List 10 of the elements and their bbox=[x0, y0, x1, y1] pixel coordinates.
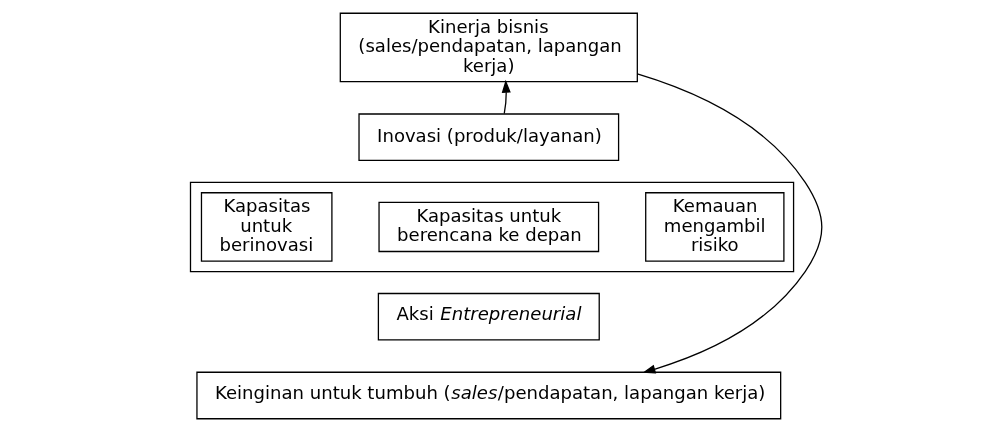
node-box: Kapasitas untuk berencana ke depan bbox=[378, 201, 600, 253]
node-box: Aksi Entrepreneurial bbox=[377, 292, 600, 341]
node-box: Kapasitas untuk berinovasi bbox=[200, 192, 333, 262]
arrow bbox=[636, 73, 823, 374]
node-box: Inovasi (produk/layanan) bbox=[358, 113, 620, 162]
node-box: Keinginan untuk tumbuh (sales/pendapatan, lapangan kerja) bbox=[196, 371, 782, 420]
cluster bbox=[189, 181, 795, 273]
node-box: Kemauan mengambil risiko bbox=[645, 192, 785, 262]
node-box: Kinerja bisnis (sales/pendapatan, lapangan kerja) bbox=[339, 12, 638, 83]
arrow bbox=[501, 79, 511, 115]
